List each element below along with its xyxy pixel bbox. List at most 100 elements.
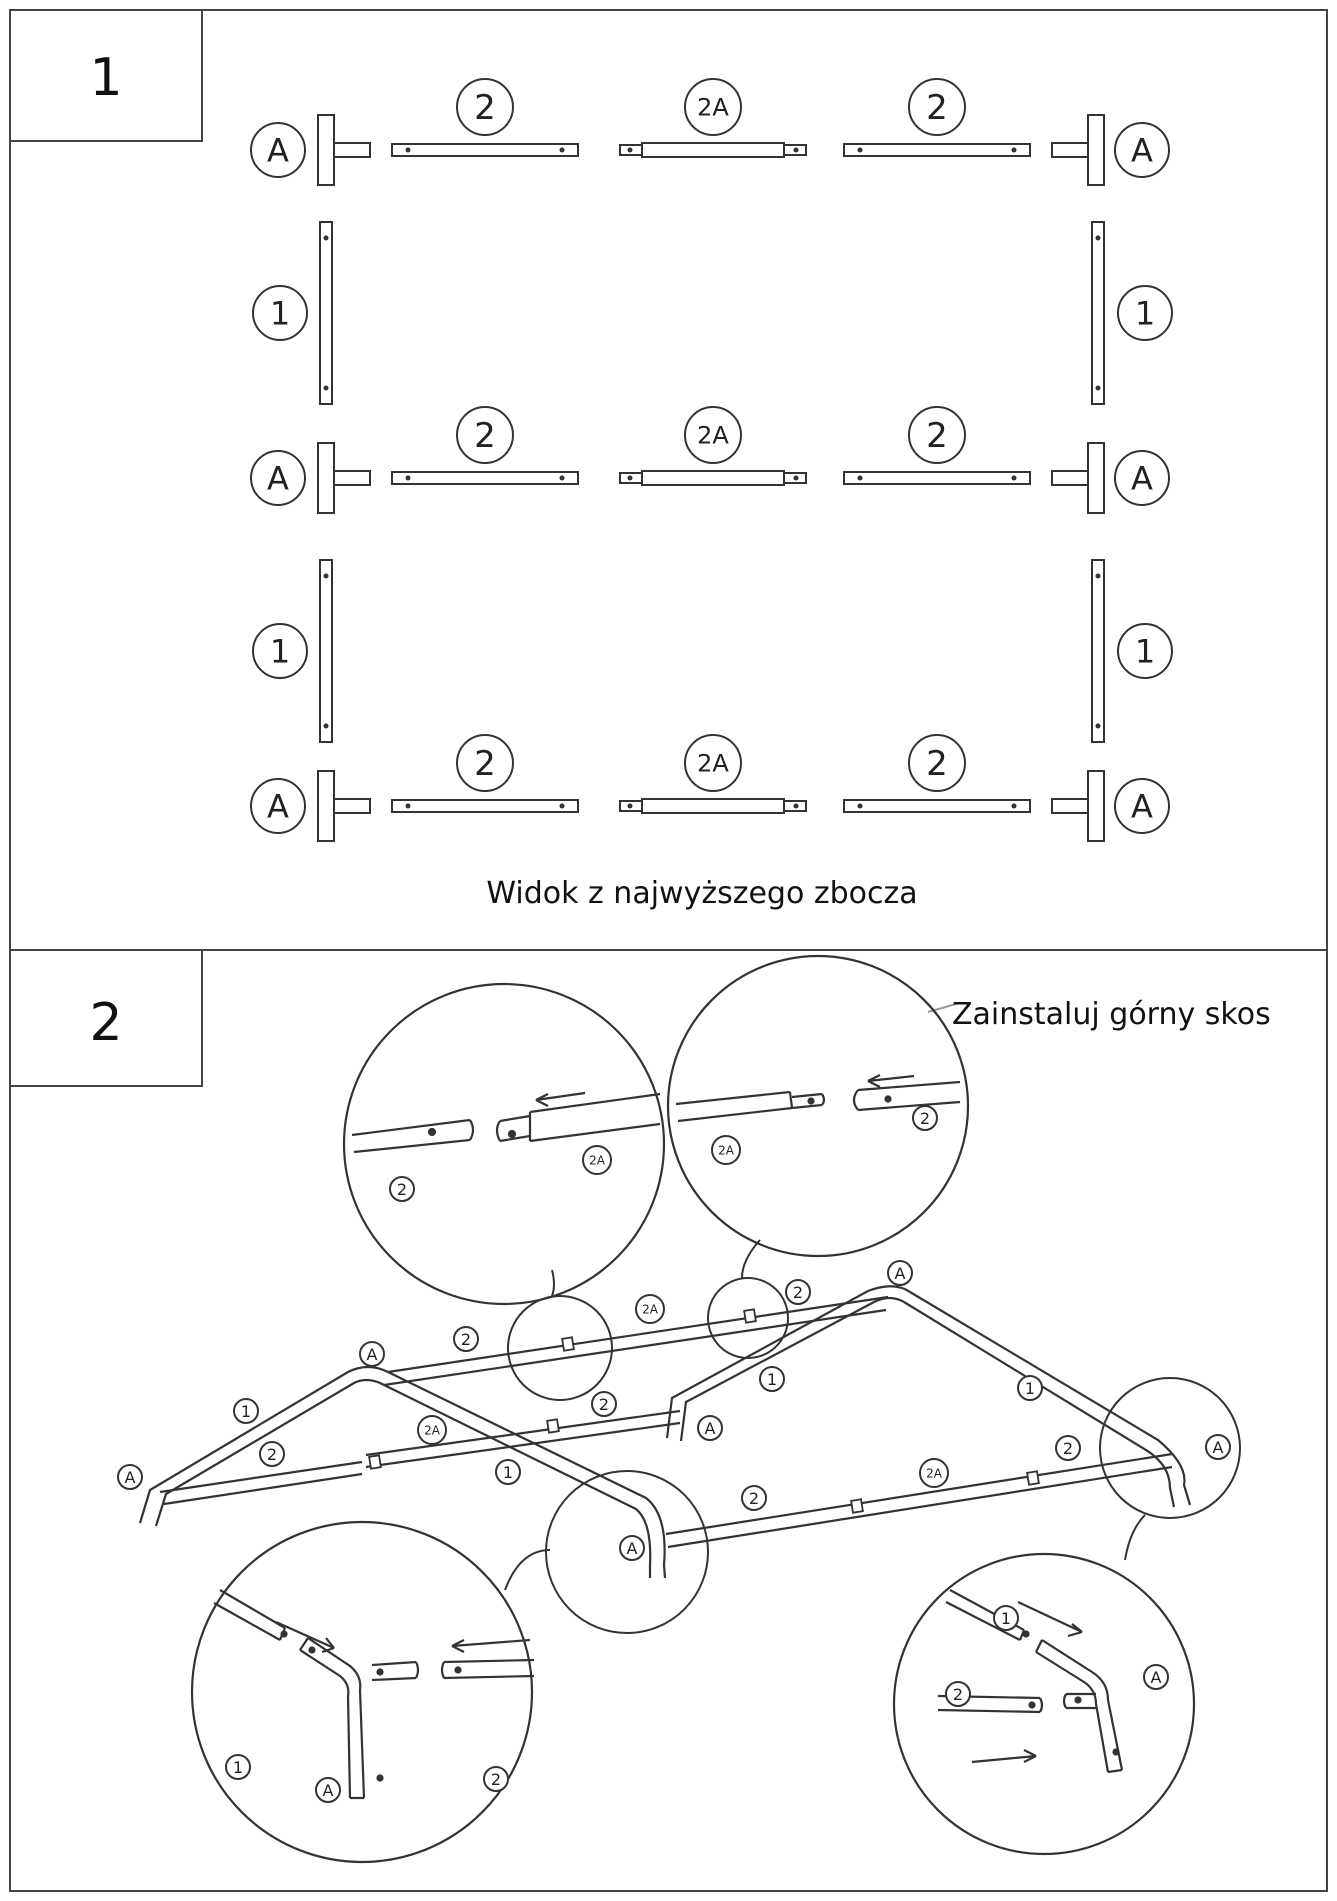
assembly-label-middle-pole-26: 2A (417, 1415, 447, 1445)
svg-text:1: 1 (233, 1758, 243, 1777)
svg-text:A: A (1131, 132, 1153, 170)
leg-right-1 (1091, 221, 1105, 405)
assembly-label-leg-14: 1 (993, 1605, 1019, 1631)
step-2-number: 2 (89, 993, 122, 1053)
assembly-label-leg-12: 1 (495, 1459, 521, 1485)
svg-text:A: A (1213, 1438, 1224, 1457)
assembly-label-leg-9: 1 (233, 1398, 259, 1424)
svg-text:2: 2 (461, 1330, 471, 1349)
label-corner-right-2: A (1114, 450, 1170, 506)
svg-text:A: A (1131, 788, 1153, 826)
svg-text:1: 1 (1025, 1379, 1035, 1398)
label-leg-left-1: 1 (252, 285, 308, 341)
svg-text:1: 1 (1135, 633, 1155, 671)
corner-part-right-2 (1051, 442, 1105, 514)
svg-text:2: 2 (599, 1395, 609, 1414)
frame-assembly (138, 1285, 1192, 1579)
assembly-label-leg-13: 1 (225, 1754, 251, 1780)
svg-text:2: 2 (926, 744, 948, 784)
svg-text:2: 2 (267, 1445, 277, 1464)
detail-markers (504, 1239, 1241, 1634)
label-leg-right-2: 1 (1117, 623, 1173, 679)
assembly-label-side-pole-23: 2 (483, 1766, 509, 1792)
svg-text:2: 2 (474, 744, 496, 784)
assembly-label-middle-pole-29: 2A (711, 1135, 741, 1165)
zoom-circle-leg-corner (190, 1520, 534, 1864)
assembly-label-corner-7: A (315, 1777, 341, 1803)
step-1-box (9, 9, 203, 142)
step-2-box (9, 949, 203, 1087)
assembly-label-middle-pole-25: 2A (635, 1294, 665, 1324)
assembly-label-side-pole-21: 2 (389, 1176, 415, 1202)
side-pole-right-2 (843, 471, 1031, 485)
front-left-leg-1 (138, 1365, 389, 1524)
svg-text:1: 1 (503, 1463, 513, 1482)
ridge-pole (383, 1295, 889, 1387)
label-side-left-2: 2 (456, 406, 514, 464)
assembly-label-corner-1: A (117, 1464, 143, 1490)
svg-text:2: 2 (926, 88, 948, 128)
zoom-circle-2a-2 (666, 954, 970, 1258)
corner-part-right-3 (1051, 770, 1105, 842)
corner-part-left-2 (317, 442, 371, 514)
label-side-left-1: 2 (456, 78, 514, 136)
svg-text:2A: 2A (424, 1423, 441, 1437)
svg-text:2: 2 (920, 1109, 930, 1128)
svg-text:2: 2 (491, 1770, 501, 1789)
leg-right-2 (1091, 559, 1105, 743)
zoom-detail-circles (190, 954, 1196, 1864)
svg-text:2A: 2A (697, 94, 729, 122)
svg-text:A: A (267, 788, 289, 826)
svg-text:2A: 2A (718, 1143, 735, 1157)
svg-text:1: 1 (270, 633, 290, 671)
side-pole-right-3 (843, 799, 1031, 813)
svg-text:2: 2 (397, 1180, 407, 1199)
panel-2: 2 Zainstaluj górny skos (9, 949, 1328, 1892)
svg-text:A: A (367, 1345, 378, 1364)
step-1-number: 1 (89, 48, 122, 108)
assembly-label-corner-5: A (619, 1535, 645, 1561)
svg-text:A: A (125, 1468, 136, 1487)
svg-text:A: A (267, 132, 289, 170)
assembly-label-leg-10: 1 (759, 1366, 785, 1392)
lower-side-pole (665, 1452, 1173, 1549)
label-middle-2: 2A (684, 406, 742, 464)
side-pole-right-1 (843, 143, 1031, 157)
assembly-label-corner-4: A (697, 1415, 723, 1441)
assembly-label-side-pole-15: 2 (453, 1326, 479, 1352)
middle-pole-1 (619, 142, 807, 158)
svg-text:A: A (1131, 460, 1153, 498)
svg-text:2: 2 (1063, 1439, 1073, 1458)
svg-text:2A: 2A (642, 1302, 659, 1316)
corner-part-right-1 (1051, 114, 1105, 186)
label-corner-left-3: A (250, 778, 306, 834)
corner-part-left-3 (317, 770, 371, 842)
assembly-label-side-pole-24: 2 (945, 1681, 971, 1707)
side-pole-left-3 (391, 799, 579, 813)
leg-left-2 (319, 559, 333, 743)
svg-text:2: 2 (749, 1489, 759, 1508)
assembly-label-leg-11: 1 (1017, 1375, 1043, 1401)
zoom-circle-2-2a (342, 982, 666, 1306)
svg-text:A: A (627, 1539, 638, 1558)
svg-text:1: 1 (270, 295, 290, 333)
svg-text:2A: 2A (926, 1466, 943, 1480)
middle-pole-2 (619, 470, 807, 486)
assembly-label-side-pole-22: 2 (912, 1105, 938, 1131)
label-side-right-1: 2 (908, 78, 966, 136)
label-middle-3: 2A (684, 734, 742, 792)
svg-text:1: 1 (241, 1402, 251, 1421)
label-leg-right-1: 1 (1117, 285, 1173, 341)
svg-text:1: 1 (767, 1370, 777, 1389)
label-corner-left-1: A (250, 122, 306, 178)
svg-text:A: A (705, 1419, 716, 1438)
leg-left-1 (319, 221, 333, 405)
assembly-label-middle-pole-28: 2A (582, 1145, 612, 1175)
svg-text:A: A (323, 1781, 334, 1800)
label-middle-1: 2A (684, 78, 742, 136)
label-leg-left-2: 1 (252, 623, 308, 679)
assembly-label-corner-2: A (359, 1341, 385, 1367)
